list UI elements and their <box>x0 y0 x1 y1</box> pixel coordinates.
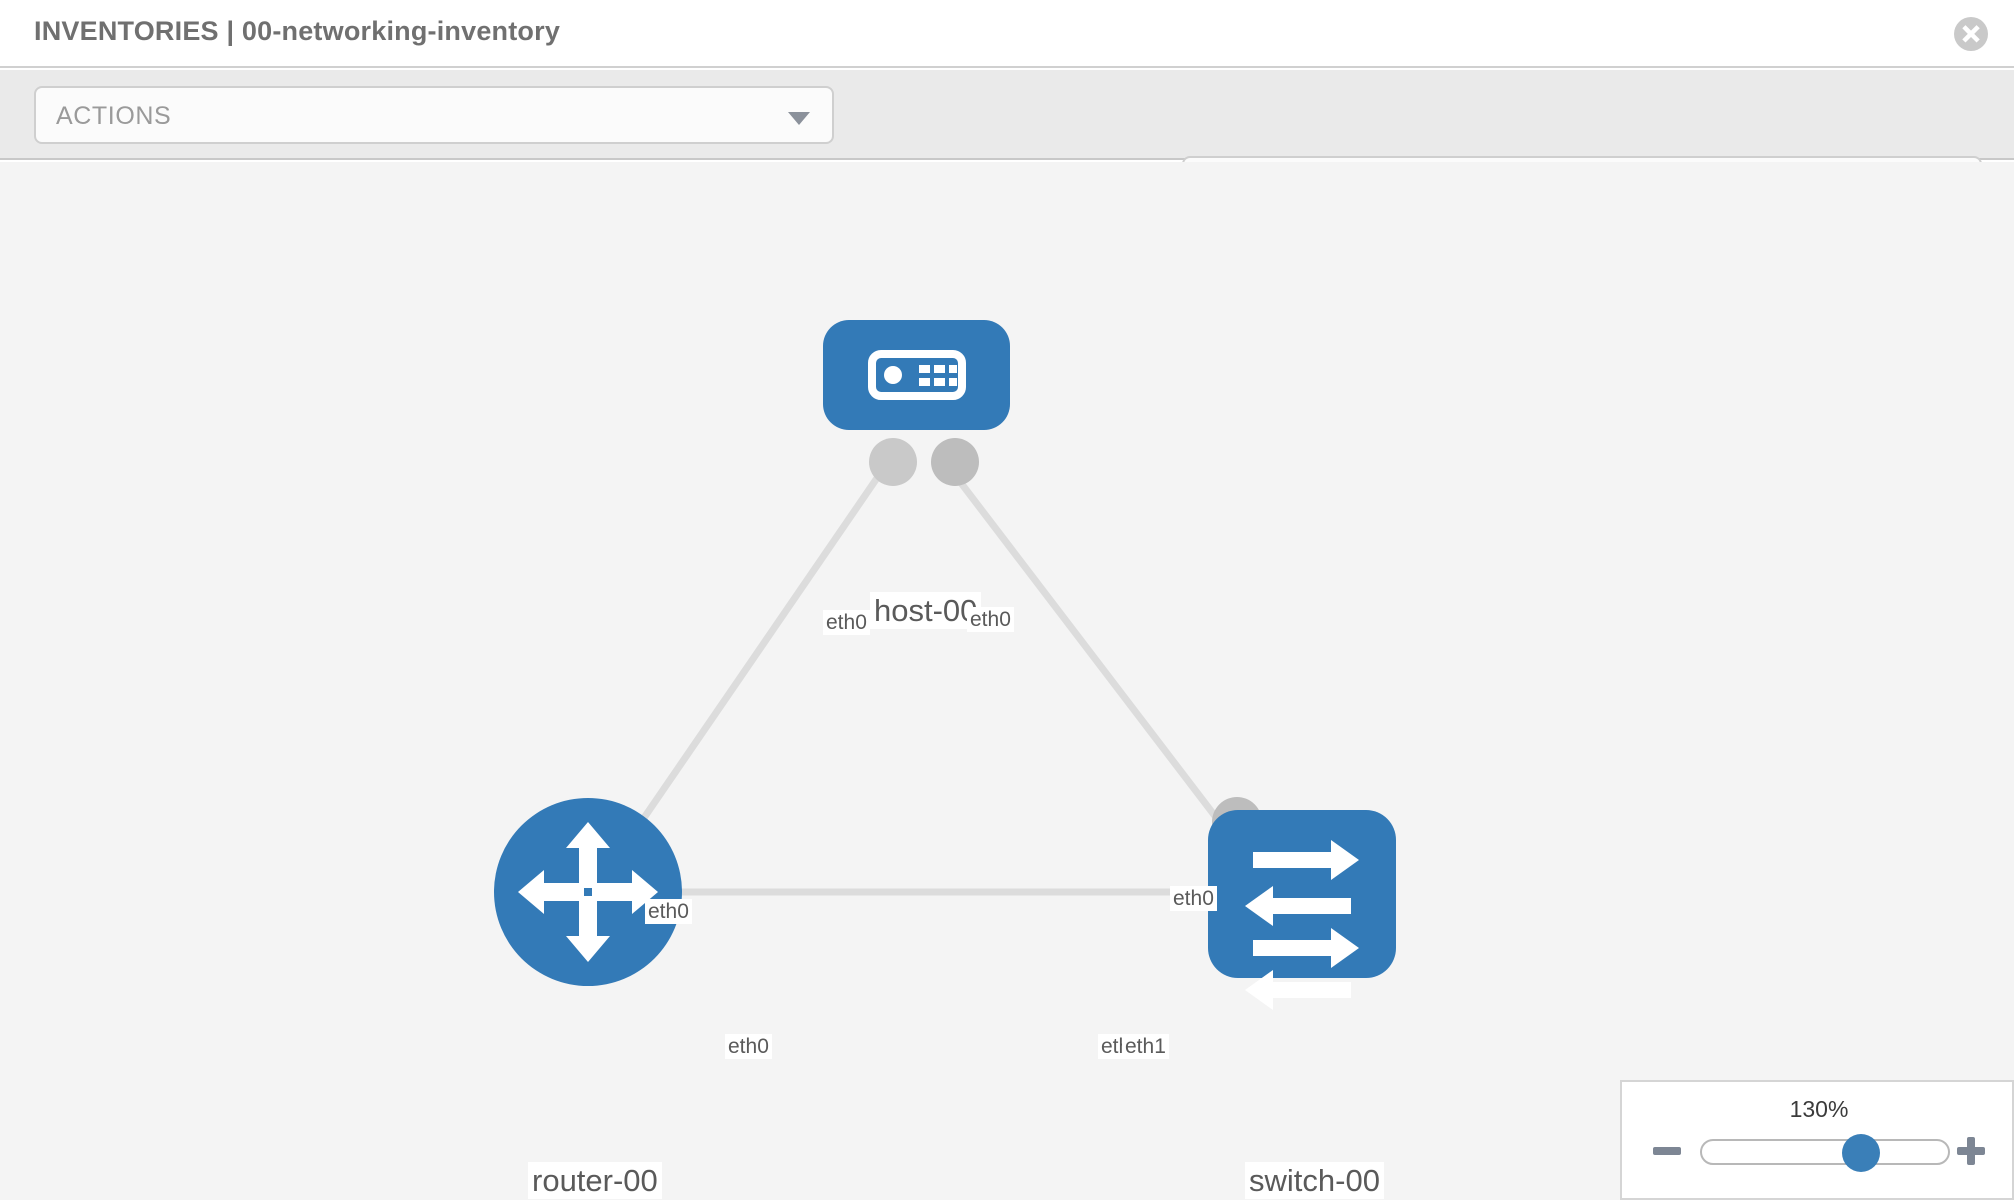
page-title: INVENTORIES | 00-networking-inventory <box>34 16 561 46</box>
zoom-slider[interactable] <box>1700 1134 1950 1172</box>
zoom-in-button[interactable] <box>1954 1134 1988 1168</box>
interface-label-switch00-eth1: eth1 <box>1122 1034 1169 1059</box>
node-host-00-shape[interactable] <box>823 320 1010 430</box>
plus-icon <box>1957 1137 1985 1165</box>
interface-label-host00-eth0-left: eth0 <box>823 610 870 635</box>
actions-dropdown[interactable]: ACTIONS <box>34 86 834 144</box>
node-label-router-00: router-00 <box>528 1162 662 1199</box>
toolbar: ACTIONS SEARCH <box>0 70 2014 214</box>
server-appliance-icon <box>868 350 966 400</box>
page-header: INVENTORIES | 00-networking-inventory <box>0 0 2014 68</box>
node-router-00-shape[interactable] <box>494 798 682 986</box>
chevron-down-icon <box>788 112 810 125</box>
zoom-level-value: 130% <box>1789 1096 1849 1122</box>
zoom-slider-thumb[interactable] <box>1842 1134 1880 1172</box>
interface-label-switch00-eth0-uplink: eth0 <box>1170 886 1217 911</box>
connector-icon <box>869 438 917 486</box>
node-router-00[interactable] <box>494 798 682 986</box>
node-host-00[interactable] <box>823 320 1010 430</box>
minus-icon <box>1653 1147 1681 1155</box>
zoom-control-panel: 130% <box>1620 1080 2014 1200</box>
interface-label-router00-eth0-uplink: eth0 <box>645 899 692 924</box>
topology-graph <box>494 320 1396 1010</box>
link-connectors <box>610 438 1262 915</box>
router-arrows-icon <box>518 822 658 962</box>
topology-canvas[interactable]: host-00 router-00 switch-00 eth0 eth0 et… <box>0 162 2014 1200</box>
link-host00-router00[interactable] <box>597 460 891 884</box>
interface-label-host00-eth0-right: eth0 <box>967 607 1014 632</box>
node-label-switch-00: switch-00 <box>1245 1162 1384 1199</box>
link-host00-switch00[interactable] <box>942 459 1253 865</box>
node-switch-00[interactable] <box>1208 810 1396 1010</box>
zoom-out-button[interactable] <box>1650 1134 1684 1168</box>
actions-dropdown-label: ACTIONS <box>56 102 172 130</box>
close-button[interactable] <box>1954 17 1988 51</box>
connector-icon <box>931 438 979 486</box>
close-icon <box>1962 25 1980 43</box>
switch-arrows-icon <box>1245 840 1359 1010</box>
interface-label-router00-eth0: eth0 <box>725 1034 772 1059</box>
topology-links <box>597 459 1260 896</box>
node-label-host-00: host-00 <box>870 592 982 629</box>
